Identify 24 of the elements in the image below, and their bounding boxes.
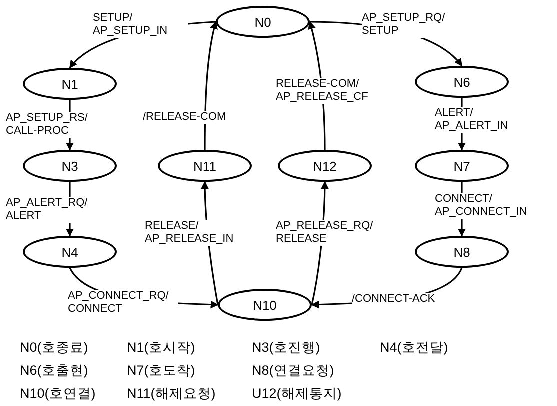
edge-label: /CONNECT-ACK xyxy=(352,293,436,306)
state-note: U12(해제통지) xyxy=(252,385,342,403)
edge-label: SETUP/ AP_SETUP_IN xyxy=(93,12,188,38)
state-ellipse: N4 xyxy=(23,236,117,268)
state-note: N11(해제요청) xyxy=(127,385,216,403)
state-note: N0(호종료) xyxy=(20,339,88,357)
arrow xyxy=(204,21,218,150)
state-ellipse: N6 xyxy=(415,66,509,98)
state-note: N1(호시작) xyxy=(127,339,196,357)
state-ellipse: N11 xyxy=(158,150,252,182)
state-note: N6(호출현) xyxy=(20,362,88,380)
state-ellipse: N8 xyxy=(415,236,509,268)
state-note: N8(연결요청) xyxy=(252,362,334,380)
state-ellipse: N1 xyxy=(23,68,117,100)
state-note: N3(호진행) xyxy=(252,339,320,357)
state-note: N10(호연결) xyxy=(20,385,96,403)
state-ellipse: N12 xyxy=(278,150,372,182)
state-ellipse: N7 xyxy=(415,150,509,182)
state-note: N7(호도착) xyxy=(127,362,196,380)
state-ellipse: N3 xyxy=(23,150,117,182)
edge-label: /RELEASE-COM xyxy=(143,111,226,124)
state-ellipse: N0 xyxy=(216,6,310,38)
state-note: N4(호전달) xyxy=(380,339,448,357)
state-ellipse: N10 xyxy=(218,289,312,321)
